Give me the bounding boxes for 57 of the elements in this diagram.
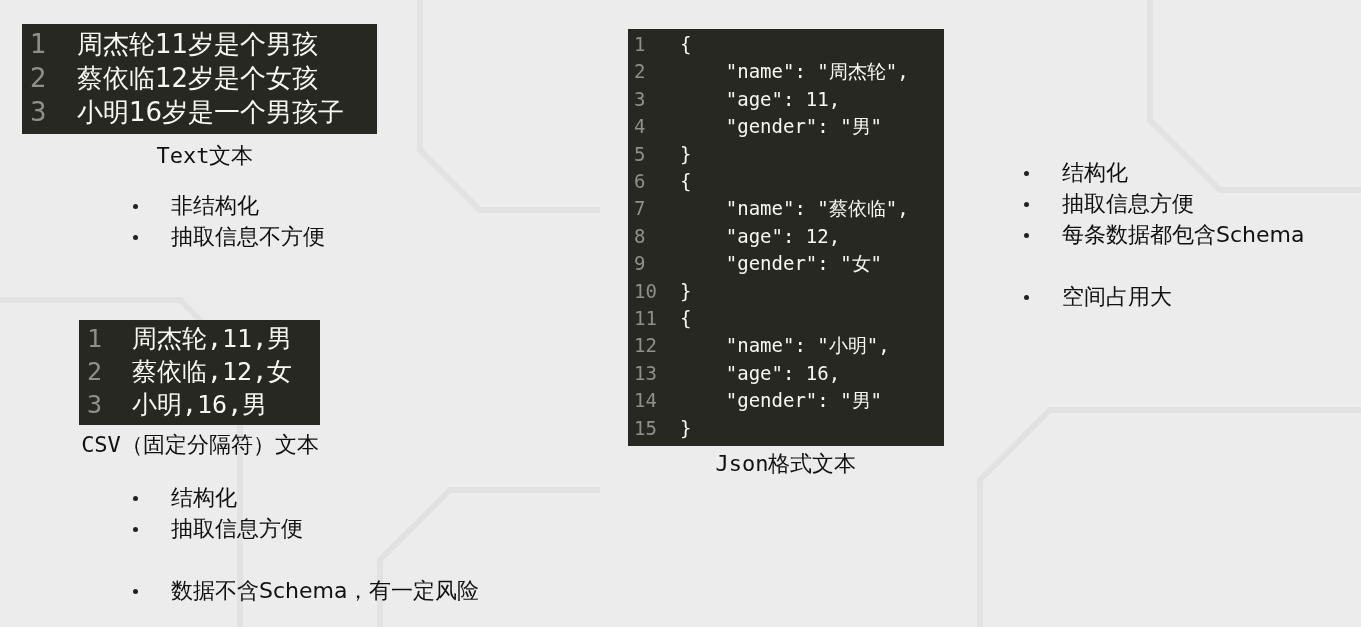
code-line: 小明,16,男 [132, 389, 268, 421]
panel-caption: Json格式文本 [715, 450, 857, 478]
code-line: { [680, 32, 692, 57]
bullet-text: 抽取信息方便 [1062, 191, 1194, 217]
line-number: 2 [87, 356, 103, 388]
line-number: 2 [634, 59, 646, 85]
panel-caption: Text文本 [156, 142, 254, 170]
code-line: 周杰轮,11,男 [132, 323, 293, 355]
bullet-text: 抽取信息方便 [171, 516, 303, 542]
bullet-text: 空间占用大 [1062, 284, 1172, 310]
code-line: "gender": "女" [724, 251, 883, 277]
line-number: 11 [634, 306, 657, 331]
line-number: 2 [30, 62, 47, 95]
line-number: 5 [634, 141, 646, 167]
line-number: 7 [634, 196, 646, 222]
line-number: 6 [634, 169, 646, 194]
code-line: "age": 16, [724, 360, 841, 386]
code-line: "age": 12, [724, 223, 841, 249]
code-line: } [680, 415, 692, 441]
line-number: 15 [634, 415, 657, 441]
bullet-text: 结构化 [171, 485, 237, 511]
code-line: "name": "小明", [724, 333, 890, 359]
bullet-text: 每条数据都包含Schema [1062, 222, 1305, 248]
code-line: 周杰轮11岁是个男孩 [77, 28, 319, 61]
bullet-text: 结构化 [1062, 160, 1128, 186]
line-number: 4 [634, 114, 646, 140]
code-panel [628, 29, 944, 446]
line-number: 13 [634, 360, 657, 386]
code-line: "name": "蔡依临", [724, 196, 909, 222]
panel-caption: CSV（固定分隔符）文本 [81, 431, 319, 459]
line-number: 8 [634, 223, 646, 249]
bullet-text: 抽取信息不方便 [171, 224, 325, 250]
code-line: } [680, 278, 692, 304]
line-number: 1 [30, 28, 47, 61]
code-panel [22, 24, 377, 134]
code-line: } [680, 141, 692, 167]
code-line: 蔡依临,12,女 [132, 356, 293, 388]
code-line: "name": "周杰轮", [724, 59, 909, 85]
line-number: 12 [634, 333, 657, 359]
line-number: 10 [634, 278, 657, 304]
line-number: 3 [87, 389, 103, 421]
code-line: { [680, 306, 692, 331]
line-number: 1 [87, 323, 103, 355]
line-number: 1 [634, 32, 646, 57]
code-line: { [680, 169, 692, 194]
code-line: 蔡依临12岁是个女孩 [77, 62, 319, 95]
line-number: 9 [634, 251, 646, 277]
bullet-text: 数据不含Schema，有一定风险 [171, 578, 480, 604]
line-number: 14 [634, 388, 657, 414]
code-line: "gender": "男" [724, 114, 883, 140]
bullet-text: 非结构化 [171, 193, 259, 219]
code-line: 小明16岁是一个男孩子 [77, 96, 345, 129]
code-line: "age": 11, [724, 86, 841, 112]
line-number: 3 [634, 86, 646, 112]
code-line: "gender": "男" [724, 388, 883, 414]
line-number: 3 [30, 96, 47, 129]
code-panel [79, 320, 320, 425]
